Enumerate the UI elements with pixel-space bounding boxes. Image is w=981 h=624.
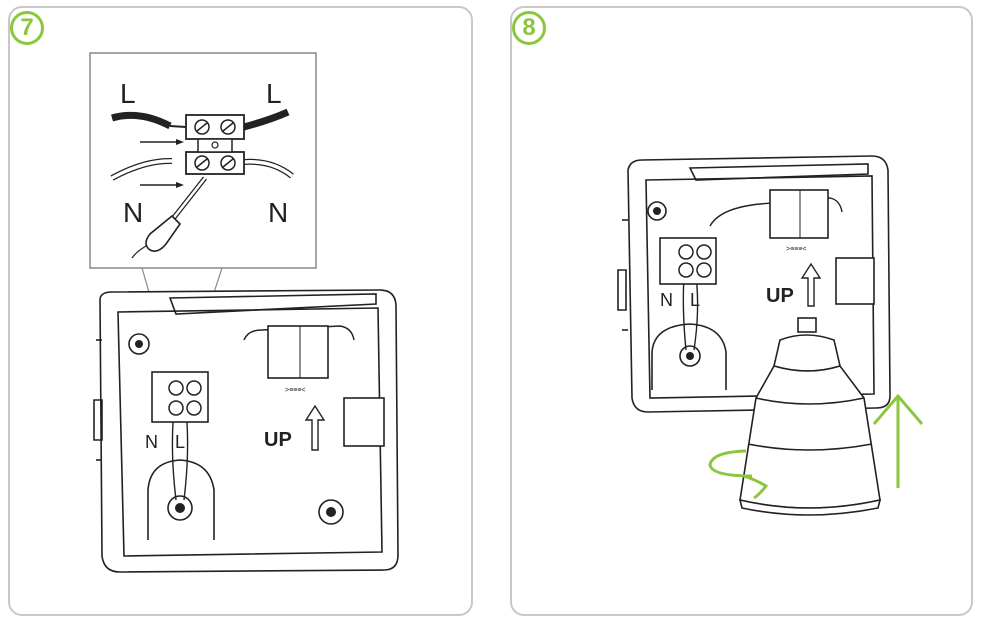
inset-label-l-right: L [266, 78, 282, 109]
step-number-badge: 7 [10, 11, 44, 45]
live-wire-right [243, 108, 290, 131]
step-number-badge: 8 [512, 11, 546, 45]
box-label-l: L [690, 290, 700, 310]
box-label-n: N [145, 432, 158, 452]
rotate-arrow-icon [708, 449, 753, 478]
driver-module [769, 189, 829, 239]
inset-label-n-left: N [123, 197, 143, 228]
svg-text:>≡≡≡<: >≡≡≡< [786, 246, 806, 253]
side-clip [343, 397, 385, 447]
box-label-n: N [660, 290, 673, 310]
up-arrow-icon [800, 262, 822, 307]
up-label: UP [766, 285, 794, 307]
side-clip [835, 257, 875, 305]
svg-text:>≡≡≡<: >≡≡≡< [285, 387, 305, 394]
inset-label-n-right: N [268, 197, 288, 228]
live-wire-left-core [169, 125, 187, 128]
box-label-l: L [175, 432, 185, 452]
live-wire-left [111, 111, 172, 130]
inset-label-l-left: L [120, 78, 136, 109]
up-arrow-icon [304, 404, 326, 451]
gu10-lamp [738, 317, 882, 516]
up-label: UP [264, 429, 292, 451]
driver-module [267, 325, 329, 379]
